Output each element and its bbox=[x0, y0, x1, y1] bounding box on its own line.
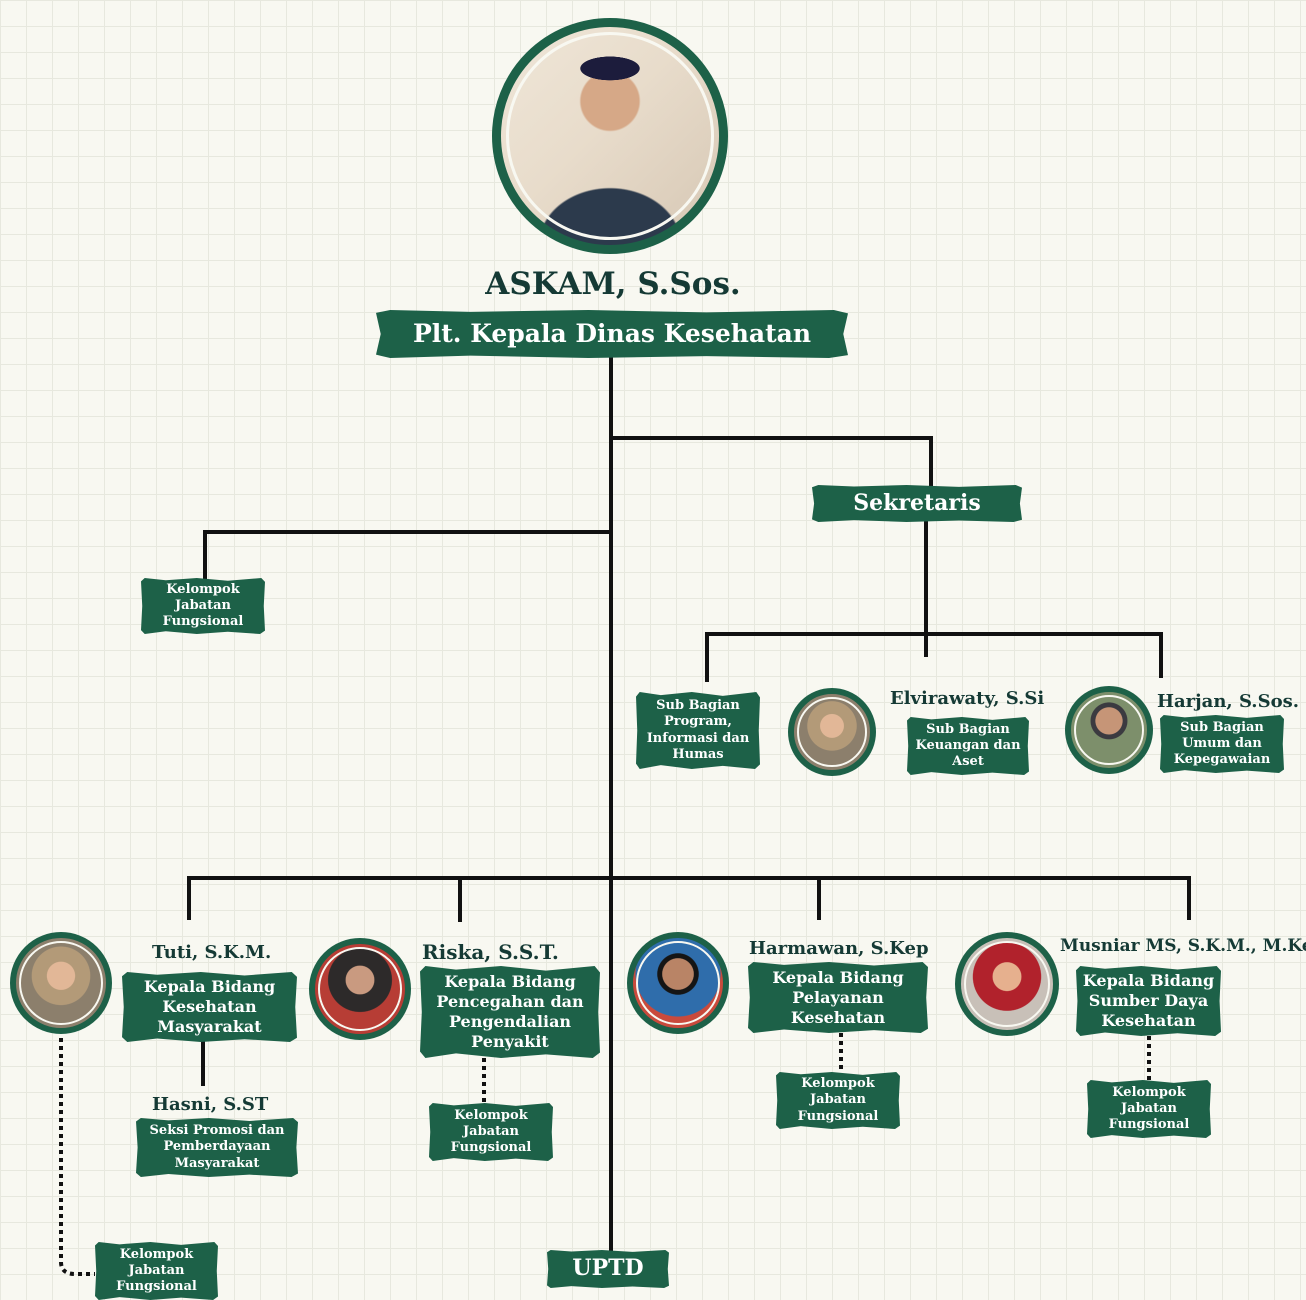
subbag-umum-box: Sub Bagian Umum dan Kepegawaian bbox=[1160, 715, 1284, 773]
person-photo bbox=[1065, 686, 1153, 774]
sdk-kjf-box: Kelompok Jabatan Fungsional bbox=[1087, 1080, 1211, 1138]
kesmas-box: Kepala Bidang Kesehatan Masyarakat bbox=[122, 972, 297, 1042]
kesmas-name: Tuti, S.K.M. bbox=[152, 942, 272, 963]
head-name: ASKAM, S.Sos. bbox=[485, 266, 741, 302]
yankes-box: Kepala Bidang Pelayanan Kesehatan bbox=[748, 962, 928, 1033]
line-to-kjf-top bbox=[203, 530, 613, 580]
subbag-keuangan-box: Sub Bagian Keuangan dan Aset bbox=[907, 717, 1029, 775]
kjf-top-box: Kelompok Jabatan Fungsional bbox=[141, 578, 265, 634]
subbag-program-box: Sub Bagian Program, Informasi dan Humas bbox=[636, 692, 760, 769]
yankes-name: Harmawan, S.Kep bbox=[749, 938, 929, 959]
p2p-box: Kepala Bidang Pencegahan dan Pengendalia… bbox=[420, 966, 600, 1058]
sdk-name: Musniar MS, S.K.M., M.Kes. bbox=[1060, 936, 1306, 956]
dotted-kesmas-kjf bbox=[59, 1038, 95, 1276]
head-title: Plt. Kepala Dinas Kesehatan bbox=[376, 310, 848, 358]
seksi-box: Seksi Promosi dan Pemberdayaan Masyaraka… bbox=[136, 1118, 298, 1177]
kesmas-kjf-box: Kelompok Jabatan Fungsional bbox=[95, 1242, 218, 1300]
person-photo bbox=[955, 932, 1059, 1036]
p2p-name: Riska, S.S.T. bbox=[422, 940, 559, 964]
sekretaris-box: Sekretaris bbox=[812, 485, 1022, 522]
person-photo bbox=[627, 932, 729, 1034]
line-to-sekretaris bbox=[609, 436, 933, 488]
umum-name: Harjan, S.Sos. bbox=[1157, 691, 1299, 712]
uptd-box: UPTD bbox=[547, 1250, 669, 1288]
p2p-kjf-box: Kelompok Jabatan Fungsional bbox=[429, 1103, 553, 1161]
keuangan-name: Elvirawaty, S.Si bbox=[890, 688, 1045, 709]
yankes-kjf-box: Kelompok Jabatan Fungsional bbox=[776, 1072, 900, 1129]
seksi-name: Hasni, S.ST bbox=[152, 1094, 269, 1115]
person-photo bbox=[10, 932, 112, 1034]
sdk-box: Kepala Bidang Sumber Daya Kesehatan bbox=[1076, 966, 1221, 1036]
head-photo bbox=[492, 18, 728, 254]
person-photo bbox=[788, 688, 876, 776]
person-photo bbox=[309, 938, 411, 1040]
